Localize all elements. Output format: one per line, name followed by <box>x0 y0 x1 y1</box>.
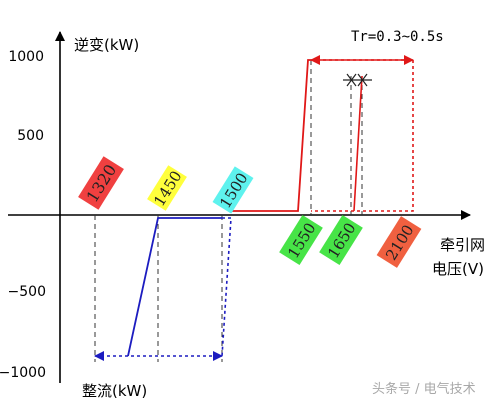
badge-1550: 1550 <box>279 214 323 266</box>
series-inverter <box>232 55 414 212</box>
badge-1320: 1320 <box>78 156 124 210</box>
badge-2100-box <box>376 216 422 268</box>
y-axis-label-bottom: 整流(kW) <box>82 382 147 400</box>
y-axis-label-top: 逆变(kW) <box>74 36 139 54</box>
badge-1650: 1650 <box>319 214 363 266</box>
badge-1550-box <box>279 214 323 266</box>
inverter-fall-line <box>353 75 363 212</box>
badge-1500-box <box>212 166 254 214</box>
y-tick-label: 500 <box>17 128 44 144</box>
y-tick-label: 1000 <box>8 49 44 65</box>
y-tick-label: −1000 <box>0 365 46 381</box>
badge-1500: 1500 <box>212 166 254 214</box>
x-axis-label-line2: 电压(V) <box>432 260 484 278</box>
badge-1450: 1450 <box>147 165 187 211</box>
inverter-solid-line <box>232 59 311 212</box>
rectifier-dashed-line <box>221 217 232 357</box>
x-axis-label-line1: 牵引网 <box>440 236 485 254</box>
rectifier-solid-line <box>127 217 222 357</box>
tr-marker-x2 <box>346 73 357 87</box>
tr-marker-x4 <box>357 73 368 87</box>
watermark: 头条号 / 电气技术 <box>372 381 476 397</box>
guide-lines <box>94 60 363 362</box>
y-ticks: 1000 500 −500 −1000 <box>0 49 46 381</box>
tr-annotation: Tr=0.3~0.5s <box>351 29 444 45</box>
series-rectifier <box>94 217 232 361</box>
badge-1650-box <box>319 214 363 266</box>
badge-1320-box <box>78 156 124 210</box>
badge-1450-box <box>147 165 187 211</box>
badge-2100: 2100 <box>376 216 422 268</box>
y-tick-label: −500 <box>8 284 46 300</box>
tr-time-marker <box>343 73 372 87</box>
